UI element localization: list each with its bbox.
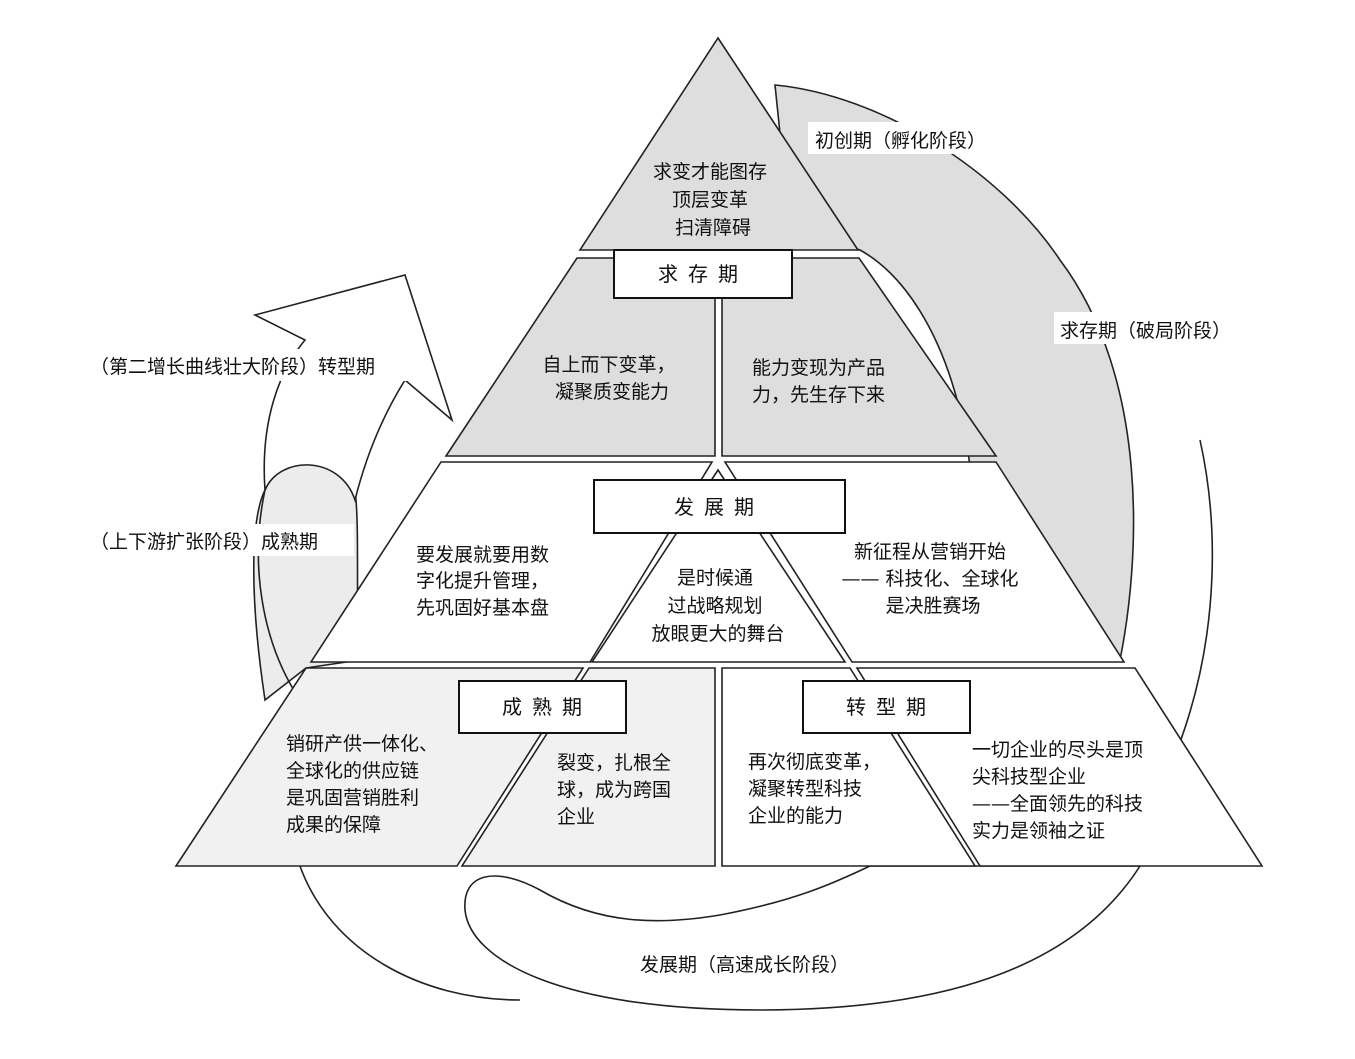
growth-arc: [464, 865, 1142, 1011]
maturity-label-box: [458, 680, 627, 734]
cycle-transformation-label: （第二增长曲线壮大阶段）转型期: [90, 356, 375, 378]
survival-label: 求存期: [658, 262, 748, 286]
survival-label-box: [613, 249, 793, 299]
cycle-startup-label: 初创期（孵化阶段）: [815, 130, 986, 152]
survival-cycle-label-bg: [1054, 312, 1254, 344]
maturity-cycle-label-bg: [84, 524, 354, 556]
startup-label-bg: [808, 122, 1018, 154]
maturity-left-text: 销研产供一体化、 全球化的供应链 是巩固营销胜利 成果的保障: [286, 733, 444, 836]
left-ring: [257, 489, 301, 701]
growth-label-box: [593, 479, 846, 534]
maturity-right-block: [460, 667, 716, 867]
growth-right-text: 新征程从营销开始 —— 科技化、全球化 是决胜赛场: [841, 541, 1024, 617]
transformation-left-text: 再次彻底变革， 凝聚转型科技 企业的能力: [748, 751, 887, 827]
transformation-cycle-label-bg: [84, 349, 414, 381]
top-text: 求变才能图存 顶层变革 扫清障碍: [653, 161, 773, 239]
survival-left-text: 自上而下变革， 凝聚质变能力: [542, 354, 681, 403]
maturity-label: 成熟期: [502, 695, 592, 719]
cycle-survival-label: 求存期（破局阶段）: [1060, 320, 1231, 342]
growth-left-text: 要发展就要用数 字化提升管理， 先巩固好基本盘: [416, 544, 555, 619]
transformation-label-box: [802, 680, 971, 734]
cycle-maturity-label: （上下游扩张阶段）成熟期: [90, 531, 318, 553]
growth-label: 发展期: [674, 495, 764, 519]
growth-center-text: 是时候通 过战略规划 放眼更大的舞台: [651, 567, 784, 645]
transformation-label: 转型期: [846, 695, 936, 719]
transformation-left-block: [721, 667, 977, 867]
survival-right-text: 能力变现为产品 力，先生存下来: [752, 357, 891, 406]
growth-center-block: [590, 468, 847, 663]
maturity-loop: [253, 461, 361, 702]
startup-survival-arc: [774, 84, 1135, 661]
maturity-right-text: 裂变，扎根全 球，成为跨国 企业: [557, 752, 677, 828]
maturity-arc: [299, 865, 521, 1001]
pyramid: [174, 36, 1264, 867]
transformation-arrow: [252, 274, 454, 503]
transformation-right-text: 一切企业的尽头是顶 尖科技型企业 ——全面领先的科技 实力是领袖之证: [972, 739, 1149, 842]
cycle-arrows: [252, 84, 1214, 1011]
cycle-growth-label: 发展期（高速成长阶段）: [640, 954, 849, 976]
survival-right-block: [721, 257, 998, 457]
